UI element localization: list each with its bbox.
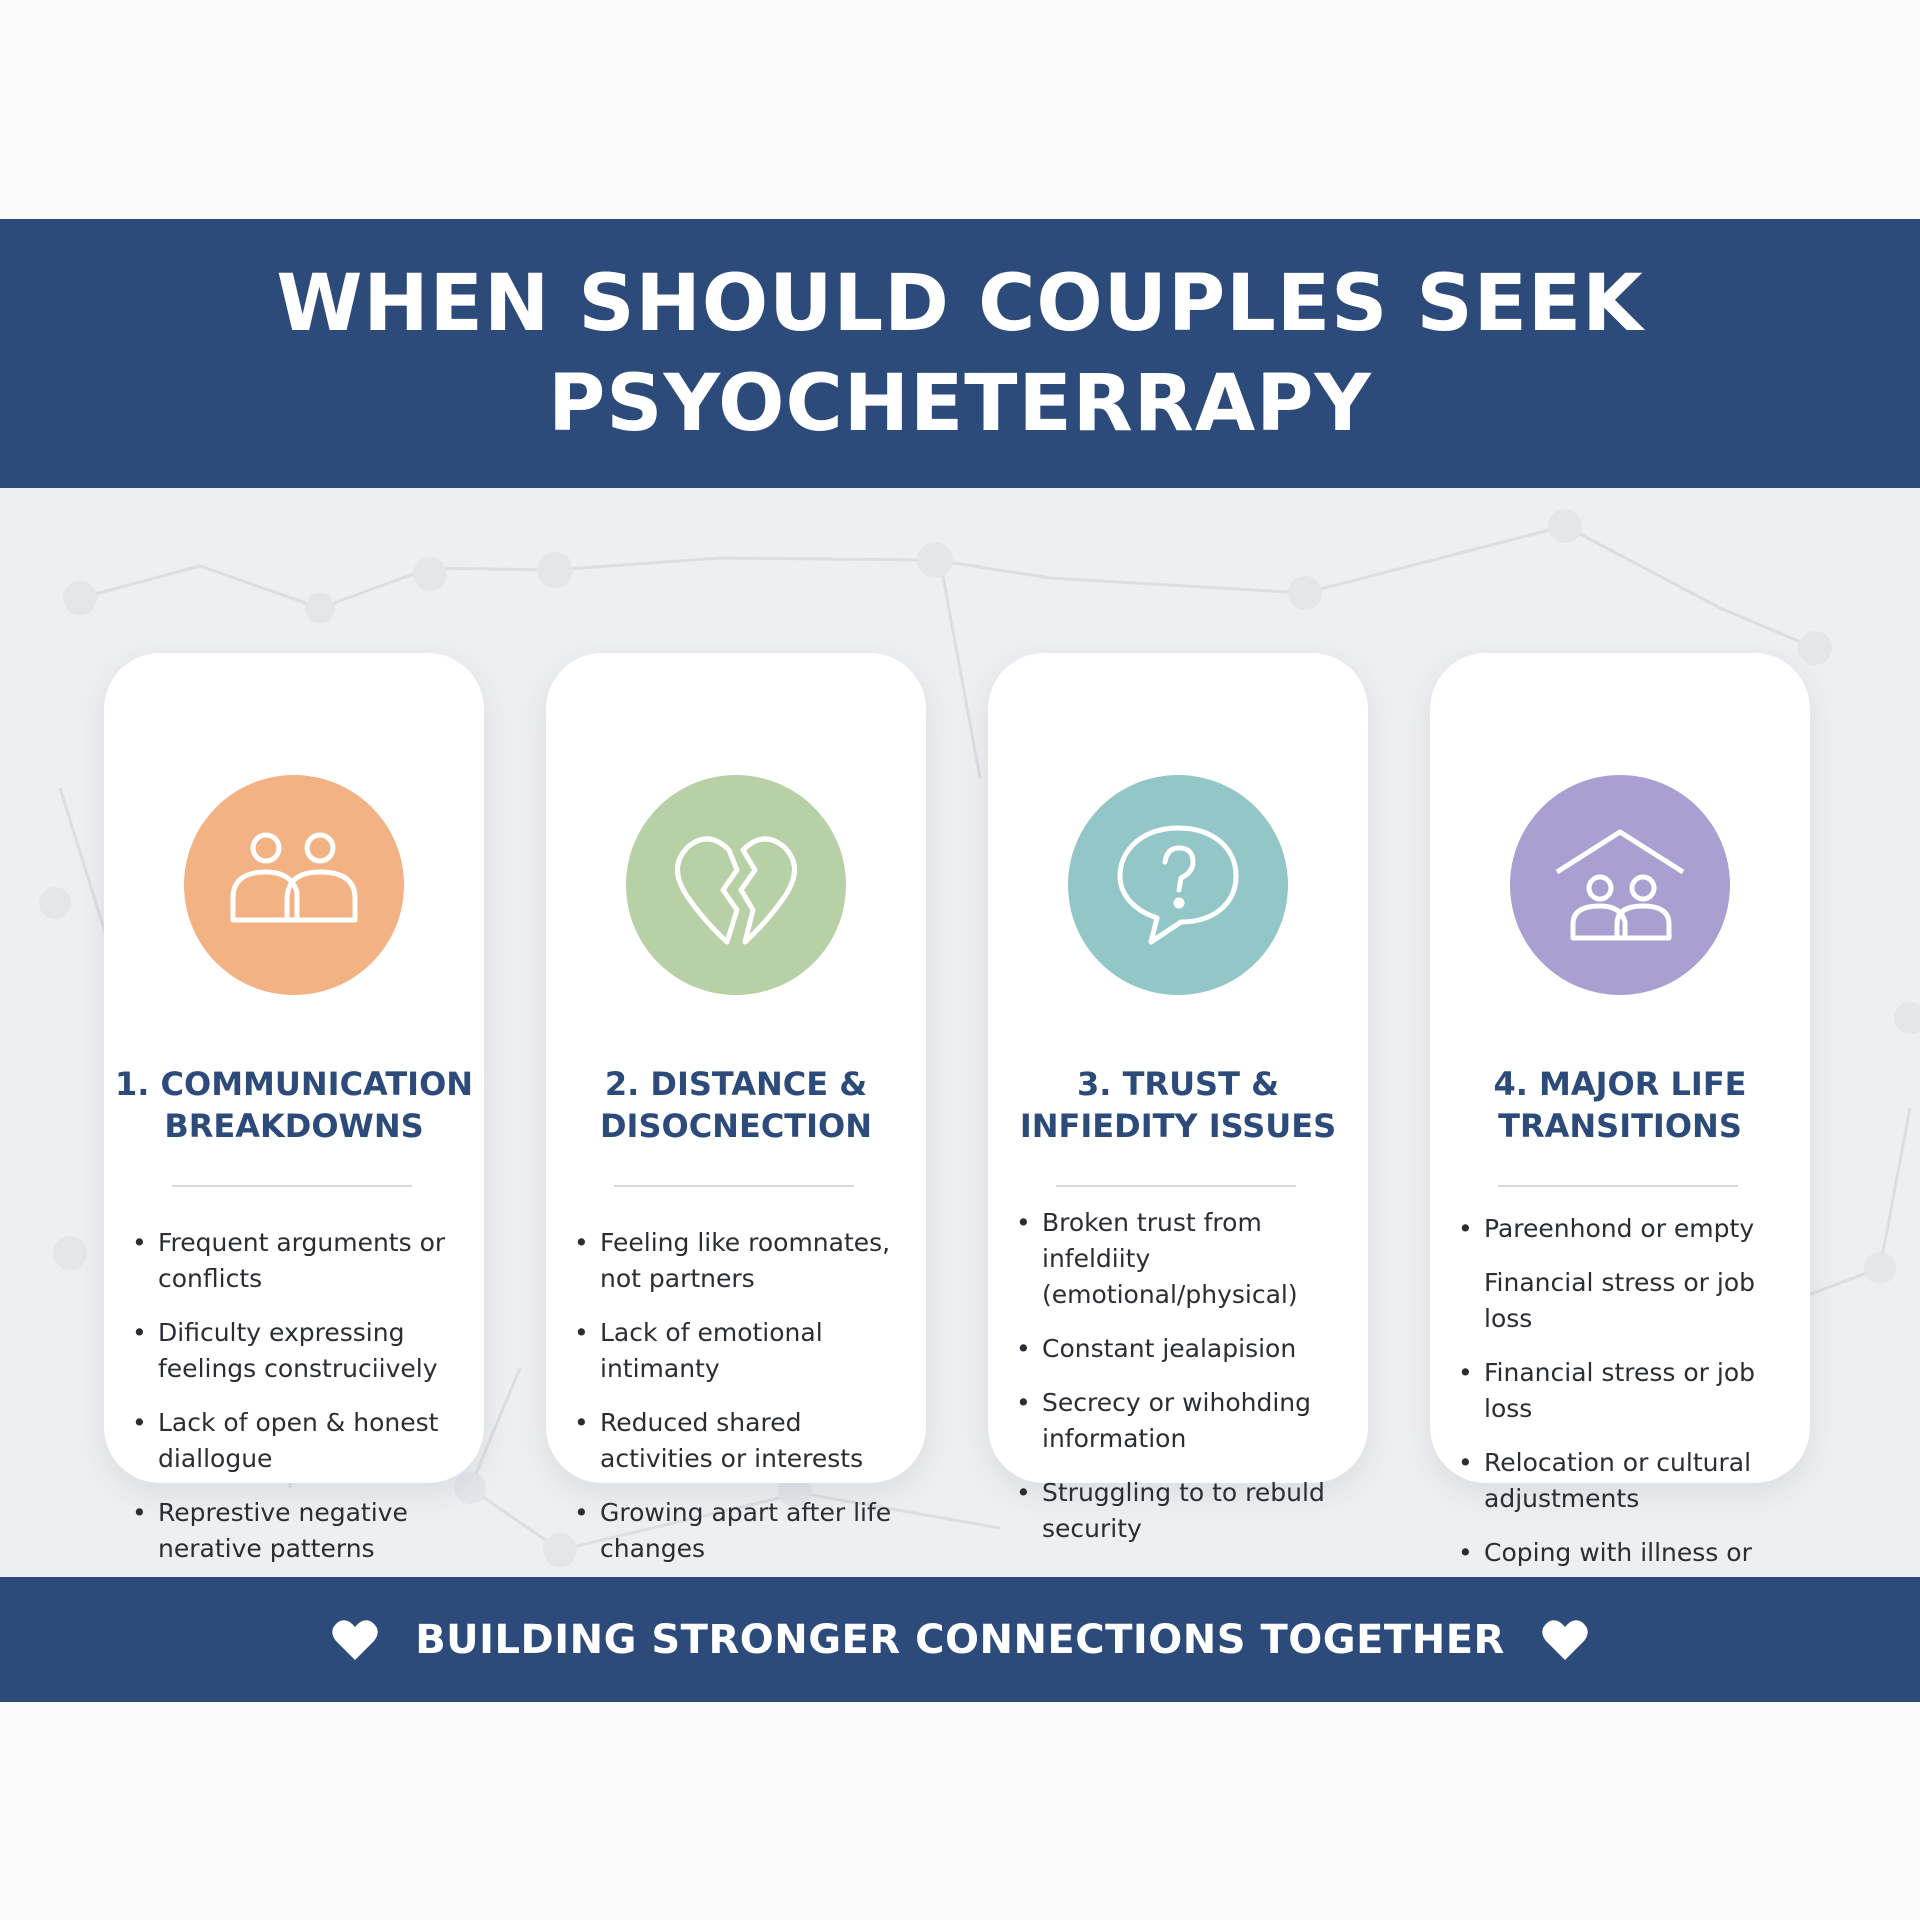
- divider: [172, 1185, 412, 1187]
- header-banner: WHEN SHOULD COUPLES SEEK PSYOCHETERRAPY: [0, 219, 1920, 488]
- card-trust: 3. TRUST & INFIEDITY ISSUES Broken trust…: [988, 653, 1368, 1543]
- page-title: WHEN SHOULD COUPLES SEEK PSYOCHETERRAPY: [276, 258, 1644, 449]
- list-item: Broken trust from infeldiity (emotional/…: [1016, 1205, 1360, 1313]
- card-title: 3. TRUST & INFIEDITY ISSUES: [1019, 1065, 1337, 1145]
- bullet-list: Feeling like roomnates, not partners Lac…: [574, 1225, 918, 1577]
- network-background: [39, 509, 1920, 1567]
- list-item: Financial stress or job loss: [1458, 1355, 1802, 1427]
- bullet-list: Broken trust from infeldiity (emotional/…: [1016, 1205, 1360, 1565]
- divider: [614, 1185, 854, 1187]
- list-item: Coping with illness or grief: [1458, 1535, 1802, 1577]
- list-item: Lack of emotional intimanty: [574, 1315, 918, 1387]
- list-item: Secrecy or wihohding information: [1016, 1385, 1360, 1457]
- family-home-icon: [1510, 775, 1730, 995]
- list-item: Reduced shared activities or interests: [574, 1405, 918, 1477]
- footer-banner: BUILDING STRONGER CONNECTIONS TOGETHER: [0, 1577, 1920, 1702]
- card-communication: 1. COMMUNICATION BREAKDOWNS Frequent arg…: [104, 653, 484, 1563]
- card-title: 2. DISTANCE & DISOCNECTION: [599, 1065, 873, 1145]
- footer-tagline: BUILDING STRONGER CONNECTIONS TOGETHER: [415, 1616, 1505, 1663]
- list-item: Pareenhond or empty: [1458, 1211, 1802, 1247]
- list-item: Feeling like roomnates, not partners: [574, 1225, 918, 1297]
- list-item: Lack of open & honest diallogue: [132, 1405, 476, 1477]
- card-title: 4. MAJOR LIFE TRANSITIONS: [1493, 1065, 1747, 1145]
- heart-icon: [1542, 1619, 1588, 1660]
- card-transitions: 4. MAJOR LIFE TRANSITIONS Pareenhond or …: [1430, 653, 1810, 1577]
- divider: [1056, 1185, 1296, 1187]
- list-item: Represtive negative nerative patterns: [132, 1495, 476, 1567]
- question-bubble-icon: [1068, 775, 1288, 995]
- heart-icon: [332, 1619, 378, 1660]
- list-item: Growing apart after life changes: [574, 1495, 918, 1567]
- couple-icon: [184, 775, 404, 995]
- list-item: Relocation or cultural adjustments: [1458, 1445, 1802, 1517]
- list-item: Struggling to to rebuld security: [1016, 1475, 1360, 1547]
- content-area: 1. COMMUNICATION BREAKDOWNS Frequent arg…: [0, 488, 1920, 1577]
- divider: [1498, 1185, 1738, 1187]
- card-distance: 2. DISTANCE & DISOCNECTION Feeling like …: [546, 653, 926, 1563]
- bullet-list: Frequent arguments or conflicts Dificult…: [132, 1225, 476, 1577]
- list-item: Dificulty expressing feelings construcii…: [132, 1315, 476, 1387]
- bullet-list: Pareenhond or empty Financial stress or …: [1458, 1211, 1802, 1577]
- list-item: Constant jealapision: [1016, 1331, 1360, 1367]
- card-title: 1. COMMUNICATION BREAKDOWNS: [114, 1065, 474, 1145]
- list-item: Frequent arguments or conflicts: [132, 1225, 476, 1297]
- list-item: Financial stress or job loss: [1484, 1268, 1755, 1333]
- broken-heart-icon: [626, 775, 846, 995]
